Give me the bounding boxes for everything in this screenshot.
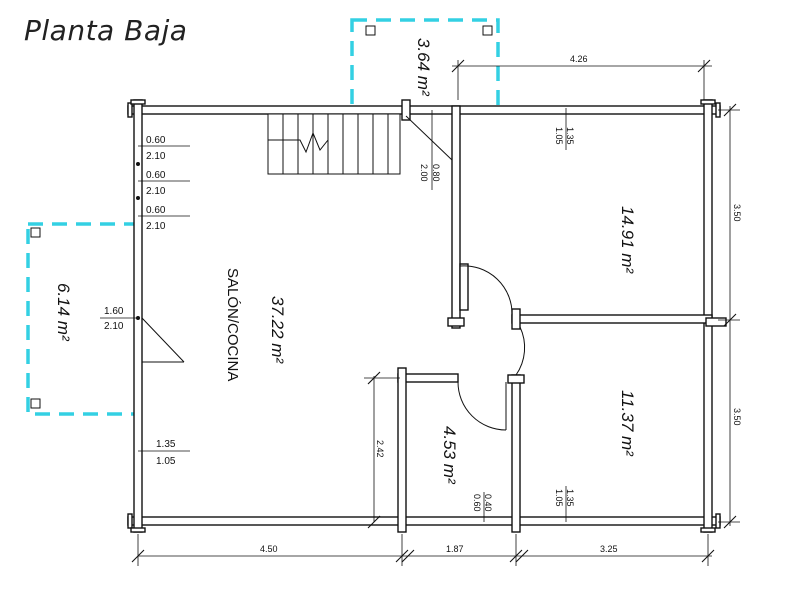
svg-text:2.42: 2.42 <box>375 440 385 458</box>
terrace-top-area: 3.64 m² <box>414 38 433 97</box>
svg-text:1.60: 1.60 <box>104 306 124 317</box>
room-window-labels: 1.35 1.05 1.35 1.05 0.40 0.60 <box>472 108 575 522</box>
room2-area: 11.37 m² <box>618 390 637 457</box>
svg-text:4.50: 4.50 <box>260 544 278 554</box>
terrace-top: 3.64 m² <box>350 18 500 110</box>
salon-area: 37.22 m² <box>268 296 287 364</box>
staircase <box>267 113 401 175</box>
svg-text:1.35: 1.35 <box>565 127 575 145</box>
svg-text:1.87: 1.87 <box>446 544 464 554</box>
plan-title: Planta Baja <box>24 14 188 47</box>
svg-text:0.80: 0.80 <box>431 164 441 182</box>
room1-area: 14.91 m² <box>618 206 637 274</box>
svg-text:3.25: 3.25 <box>600 544 618 554</box>
svg-text:1.05: 1.05 <box>156 456 176 467</box>
svg-text:3.50: 3.50 <box>732 204 742 222</box>
svg-text:0.60: 0.60 <box>146 135 166 146</box>
room-labels: SALÓN/COCINA 37.22 m² 14.91 m² 11.37 m² … <box>224 206 637 485</box>
svg-text:0.60: 0.60 <box>146 205 166 216</box>
svg-text:1.05: 1.05 <box>554 489 564 507</box>
svg-text:2.10: 2.10 <box>146 151 166 162</box>
terrace-left-area: 6.14 m² <box>54 283 73 342</box>
salon-label: SALÓN/COCINA <box>224 268 241 381</box>
svg-text:2.00: 2.00 <box>419 164 429 182</box>
svg-text:2.10: 2.10 <box>146 221 166 232</box>
dimension-lines: 4.26 3.50 3.50 2.42 4.50 1.87 3.25 <box>131 54 742 566</box>
svg-text:1.35: 1.35 <box>565 489 575 507</box>
interior-walls <box>397 105 727 533</box>
svg-text:2.10: 2.10 <box>146 186 166 197</box>
doors <box>141 99 526 431</box>
svg-text:4.26: 4.26 <box>570 54 588 64</box>
top-door-label: 0.80 2.00 <box>419 110 441 190</box>
svg-text:1.05: 1.05 <box>554 127 564 145</box>
window-labels-left: 0.60 2.10 0.60 2.10 0.60 2.10 1.60 2.10 … <box>100 135 190 467</box>
bath-area: 4.53 m² <box>440 426 459 485</box>
svg-text:0.60: 0.60 <box>472 494 482 512</box>
svg-text:0.60: 0.60 <box>146 170 166 181</box>
terrace-left: 6.14 m² <box>26 222 138 416</box>
svg-text:3.50: 3.50 <box>732 408 742 426</box>
svg-text:2.10: 2.10 <box>104 321 124 332</box>
svg-text:0.40: 0.40 <box>483 494 493 512</box>
svg-text:1.35: 1.35 <box>156 439 176 450</box>
